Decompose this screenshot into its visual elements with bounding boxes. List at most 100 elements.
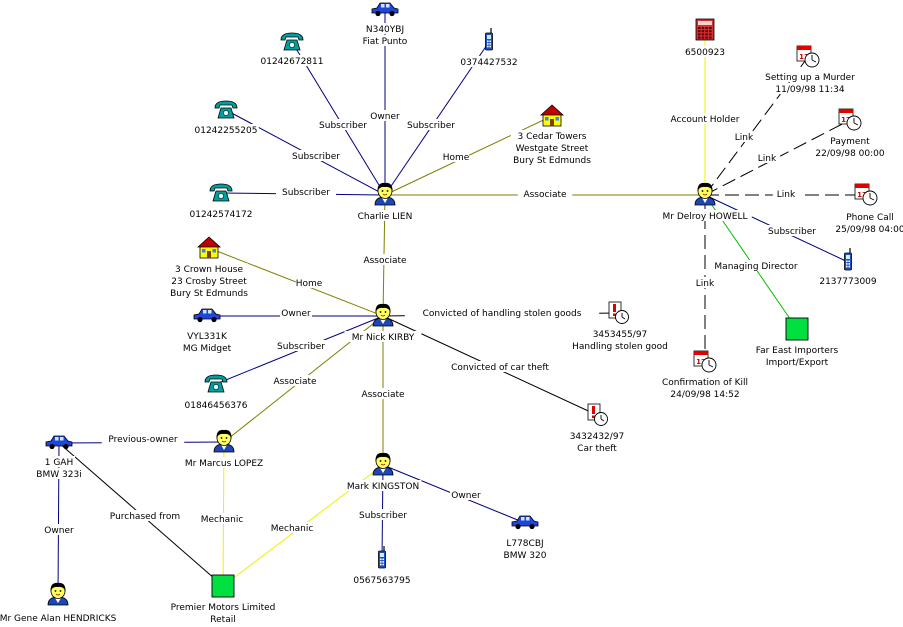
node-label: BMW 323i	[36, 470, 81, 480]
link-label-text: Subscriber	[768, 227, 816, 237]
node-label: Retail	[210, 615, 235, 625]
node-label: Mr Delroy HOWELL	[663, 212, 748, 222]
link-label: Subscriber	[353, 509, 413, 521]
node-nick[interactable]: Mr Nick KIRBY	[344, 303, 422, 343]
node-label: Setting up a Murder	[765, 73, 855, 83]
link-label: Associate	[517, 188, 573, 200]
node-label: Import/Export	[766, 358, 829, 368]
node-mob_top[interactable]: 0374427532	[459, 28, 519, 68]
node-label: 01242255205	[195, 126, 258, 136]
link-label-text: Link	[735, 133, 754, 143]
node-label: BMW 320	[504, 551, 547, 561]
telephone-icon	[204, 374, 228, 393]
node-label: 0567563795	[353, 576, 410, 586]
node-label: VYL331K	[187, 332, 228, 342]
node-label: Charlie LIEN	[358, 212, 413, 222]
link-label: Owner	[450, 489, 482, 501]
link-label-text: Home	[296, 279, 323, 289]
node-mob_bottom[interactable]: 0567563795	[352, 546, 412, 586]
organisation-icon	[211, 574, 235, 598]
node-n340[interactable]: N340YBJ Fiat Punto	[355, 2, 415, 47]
node-ph_left[interactable]: 01242574172	[188, 183, 254, 220]
node-label: N340YBJ	[366, 25, 404, 35]
link-label-text: Managing Director	[714, 262, 797, 272]
link-line[interactable]	[291, 41, 386, 196]
link-label-text: Associate	[273, 377, 317, 387]
node-ph_top[interactable]: 01242672811	[259, 32, 325, 67]
link-label-text: Associate	[361, 390, 405, 400]
node-label: 01242574172	[190, 210, 253, 220]
link-label-text: Owner	[370, 112, 400, 122]
node-mob_right[interactable]: 2137773009	[818, 248, 878, 287]
node-label: 2137773009	[819, 277, 877, 287]
link-label-text: Associate	[523, 190, 567, 200]
link-label: Subscriber	[762, 225, 822, 237]
person-icon	[694, 182, 716, 206]
event-clock-icon: 12	[693, 350, 717, 373]
link-label: Subscriber	[313, 119, 373, 131]
node-marcus[interactable]: Mr Marcus LOPEZ	[180, 429, 268, 469]
node-label: Payment	[830, 137, 870, 147]
link-label: Managing Director	[706, 260, 806, 272]
house-icon	[196, 236, 222, 259]
node-mark[interactable]: Mark KINGSTON	[344, 452, 422, 492]
link-label: Subscriber	[276, 186, 336, 198]
node-acct[interactable]: 6500923	[683, 18, 727, 58]
node-label: MG Midget	[183, 344, 232, 354]
node-label: 22/09/98 00:00	[815, 149, 884, 159]
link-label-text: Previous-owner	[108, 435, 178, 445]
link-label-text: Link	[696, 279, 715, 289]
mobile-phone-icon	[378, 546, 386, 569]
node-label: Fiat Punto	[363, 37, 408, 47]
link-label-text: Subscriber	[359, 511, 407, 521]
link-label-text: Associate	[363, 256, 407, 266]
car-icon	[371, 2, 399, 17]
mobile-phone-icon	[485, 28, 493, 51]
event-clock-icon: 12	[854, 183, 878, 206]
link-label: Link	[772, 188, 800, 200]
crime-record-icon	[587, 403, 608, 426]
node-vyl[interactable]: VYL331K MG Midget	[179, 308, 235, 354]
link-label-text: Subscriber	[282, 188, 330, 198]
crime-record-icon	[608, 301, 629, 324]
node-label: 3453455/97	[593, 330, 648, 340]
link-label: Owner	[280, 307, 312, 319]
link-label: Convicted of handling stolen goods	[404, 307, 600, 319]
link-label: Purchased from	[103, 510, 187, 522]
node-label: 24/09/98 14:52	[670, 390, 739, 400]
telephone-icon	[209, 183, 233, 202]
link-label: Owner	[369, 110, 401, 122]
event-clock-icon: 12	[796, 45, 820, 68]
node-gene[interactable]: Mr Gene Alan HENDRICKS	[0, 582, 122, 624]
svg-text:12: 12	[841, 116, 851, 124]
node-label: 1 GAH	[45, 458, 74, 468]
link-label: Mechanic	[197, 513, 247, 525]
node-label: Mr Gene Alan HENDRICKS	[0, 614, 117, 624]
svg-text:12: 12	[799, 53, 809, 61]
node-ph_low[interactable]: 01846456376	[183, 374, 249, 411]
node-label: Premier Motors Limited	[171, 603, 276, 613]
link-label-text: Convicted of car theft	[451, 363, 549, 373]
links-layer	[57, 10, 866, 596]
node-label: Phone Call	[846, 213, 894, 223]
node-label: Car theft	[577, 444, 617, 454]
node-ph_mid[interactable]: 01242255205	[193, 100, 259, 136]
link-line[interactable]	[384, 41, 490, 196]
node-charlie[interactable]: Charlie LIEN	[349, 182, 421, 222]
link-label: Associate	[267, 375, 323, 387]
link-label-text: Subscriber	[319, 121, 367, 131]
node-gah[interactable]: 1 GAH BMW 323i	[34, 435, 84, 480]
node-delroy[interactable]: Mr Delroy HOWELL	[658, 182, 752, 222]
